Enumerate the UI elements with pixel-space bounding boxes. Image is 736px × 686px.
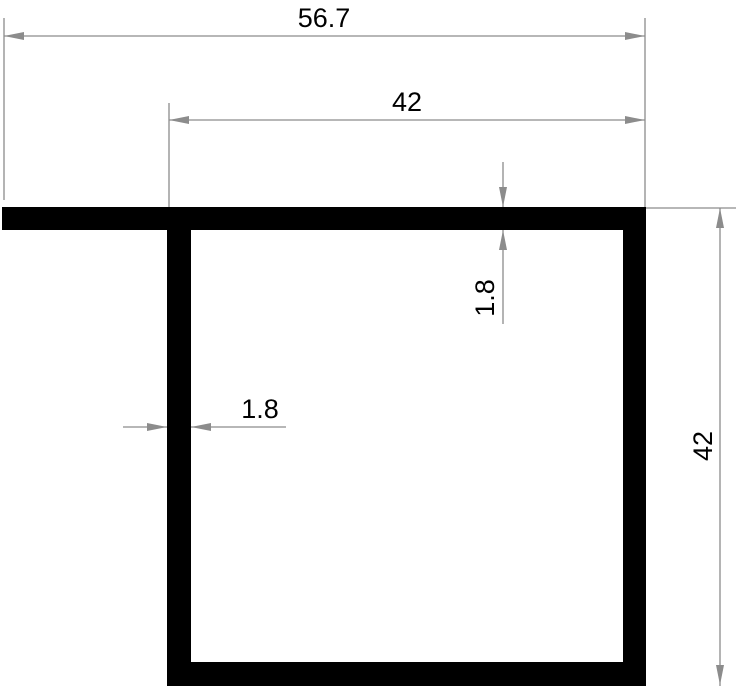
- arrow-icon: [625, 116, 645, 124]
- arrow-icon: [4, 32, 24, 40]
- wall-thickness-label: 1.8: [241, 394, 279, 424]
- arrow-icon: [499, 187, 507, 207]
- top-flange: [2, 207, 646, 230]
- arrow-icon: [716, 208, 724, 228]
- box-height-label: 42: [688, 431, 718, 461]
- dimension-box-width: 42: [168, 87, 645, 207]
- arrow-icon: [147, 423, 167, 431]
- bottom-wall: [167, 662, 646, 686]
- dimension-flange-thickness: 1.8: [470, 162, 507, 324]
- dimension-overall-width: 56.7: [3, 3, 646, 207]
- overall-width-label: 56.7: [298, 3, 351, 33]
- flange-thickness-label: 1.8: [470, 279, 500, 317]
- arrow-icon: [625, 32, 645, 40]
- box-width-label: 42: [392, 87, 422, 117]
- arrow-icon: [499, 230, 507, 250]
- arrow-icon: [169, 116, 189, 124]
- profile-shape: [2, 207, 646, 686]
- dimension-wall-thickness: 1.8: [123, 394, 286, 431]
- right-wall: [623, 207, 646, 686]
- left-wall: [167, 207, 191, 686]
- dimension-box-height: 42: [646, 207, 736, 686]
- arrow-icon: [191, 423, 211, 431]
- arrow-icon: [716, 665, 724, 685]
